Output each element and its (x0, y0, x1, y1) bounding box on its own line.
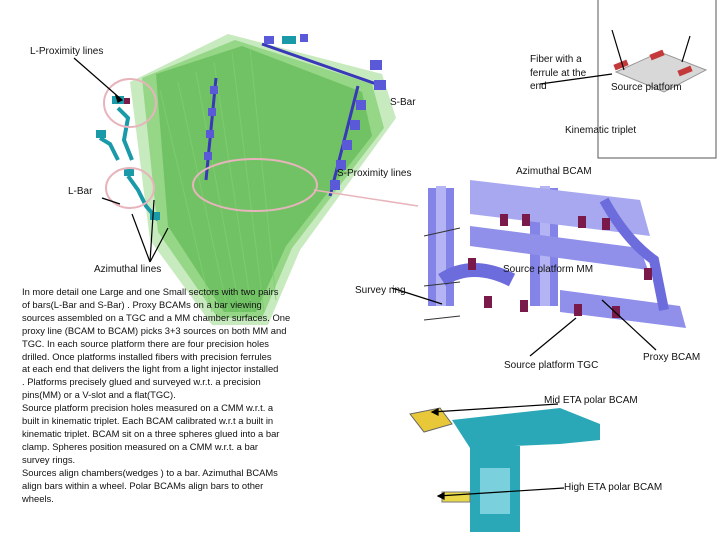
description-line: wheels. (22, 492, 54, 504)
description-line: Sources align chambers(wedges ) to a bar… (22, 466, 278, 478)
label-l-bar: L-Bar (68, 186, 93, 197)
description-line: built in kinematic triplet. Each BCAM ca… (22, 415, 274, 427)
detail-structure (428, 180, 686, 328)
inset-frame (597, 0, 717, 159)
label-source-platform-tgc: Source platform TGC (504, 360, 599, 371)
label-fiber-line3: end (530, 81, 547, 92)
description-line: drilled. Once platforms installed fibers… (22, 350, 272, 362)
description-line: survey rings. (22, 453, 76, 465)
highlight-circles (103, 78, 318, 212)
description-line: Source platform precision holes measured… (22, 402, 274, 414)
label-fiber-ferrule: Fiber with a ferrule at the end (530, 53, 586, 94)
leader-arrows (73, 29, 691, 500)
source-platform-inset (613, 49, 708, 93)
s-bar-brackets (204, 34, 386, 190)
description-paragraph: In more detail one Large and one Small s… (22, 286, 342, 505)
label-survey-ring: Survey ring (355, 285, 406, 296)
label-azimuthal-bcam: Azimuthal BCAM (516, 166, 592, 177)
label-fiber-line2: ferrule at the (530, 67, 587, 79)
label-source-platform-mm: Source platform MM (503, 264, 594, 275)
description-line: sources assembled on a TGC and a MM cham… (22, 311, 291, 323)
description-line: TGC. In each source platform there are f… (22, 337, 269, 349)
polar-bcam-detail (409, 407, 600, 532)
description-line: clamp. Spheres position measured on a CM… (22, 440, 259, 452)
description-line: proxy line (BCAM to BCAM) picks 3+3 sour… (22, 324, 287, 336)
label-azimuthal-lines: Azimuthal lines (94, 264, 162, 275)
label-l-proximity-lines: L-Proximity lines (30, 46, 104, 57)
description-line: of bars(L-Bar and S-Bar) . Proxy BCAMs o… (22, 298, 262, 310)
label-kinematic-triplet: Kinematic triplet (565, 125, 637, 136)
label-proxy-bcam: Proxy BCAM (643, 352, 701, 363)
description-line: at each end that delivers the light from… (22, 363, 279, 375)
label-fiber-line1: Fiber with a (530, 54, 582, 65)
label-high-eta-polar-bcam: High ETA polar BCAM (564, 482, 663, 493)
description-line: . Platforms precisely glued and surveyed… (22, 376, 261, 388)
source-platforms-detail (468, 214, 652, 318)
label-mid-eta-polar-bcam: Mid ETA polar BCAM (544, 395, 638, 406)
label-source-platform: Source platform (611, 82, 682, 93)
description-line: kinematic triplet. BCAM sit on a three s… (22, 427, 280, 439)
description-line: align bars within a wheel. Polar BCAMs a… (22, 479, 264, 491)
label-s-bar: S-Bar (390, 97, 416, 108)
description-line: In more detail one Large and one Small s… (22, 286, 279, 297)
label-s-proximity-lines: S-Proximity lines (337, 168, 412, 179)
description-line: pins(MM) or a V-slot and a flat(TGC). (22, 389, 176, 401)
